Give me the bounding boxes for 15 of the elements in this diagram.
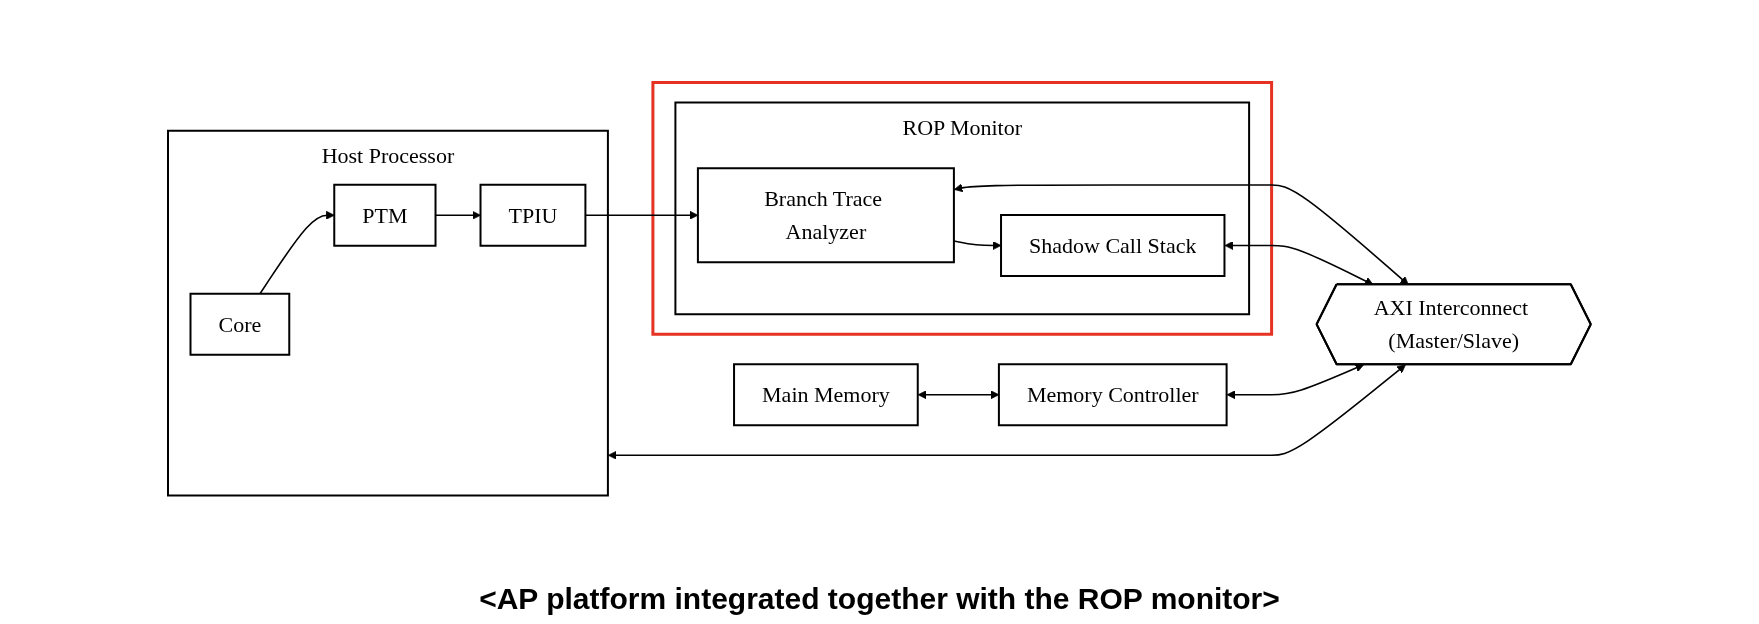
- node-box: PTM: [333, 183, 437, 247]
- arrow: [917, 390, 1000, 400]
- node-box: Core: [189, 292, 291, 356]
- arrow: [259, 210, 335, 295]
- arrow: [608, 364, 1406, 460]
- arrow: [1224, 241, 1374, 286]
- node-box: TPIU: [479, 183, 587, 247]
- cluster: [651, 81, 1274, 336]
- arrow: [954, 183, 1409, 286]
- node-box: Memory Controller: [998, 363, 1228, 427]
- node-box: Shadow Call Stack: [1000, 214, 1226, 277]
- node-box: Main Memory: [733, 363, 919, 427]
- caption: <AP platform integrated together with the ROP monitor>: [479, 581, 1280, 617]
- arrow: [1226, 363, 1365, 400]
- node-box: Branch Trace Analyzer: [697, 167, 955, 264]
